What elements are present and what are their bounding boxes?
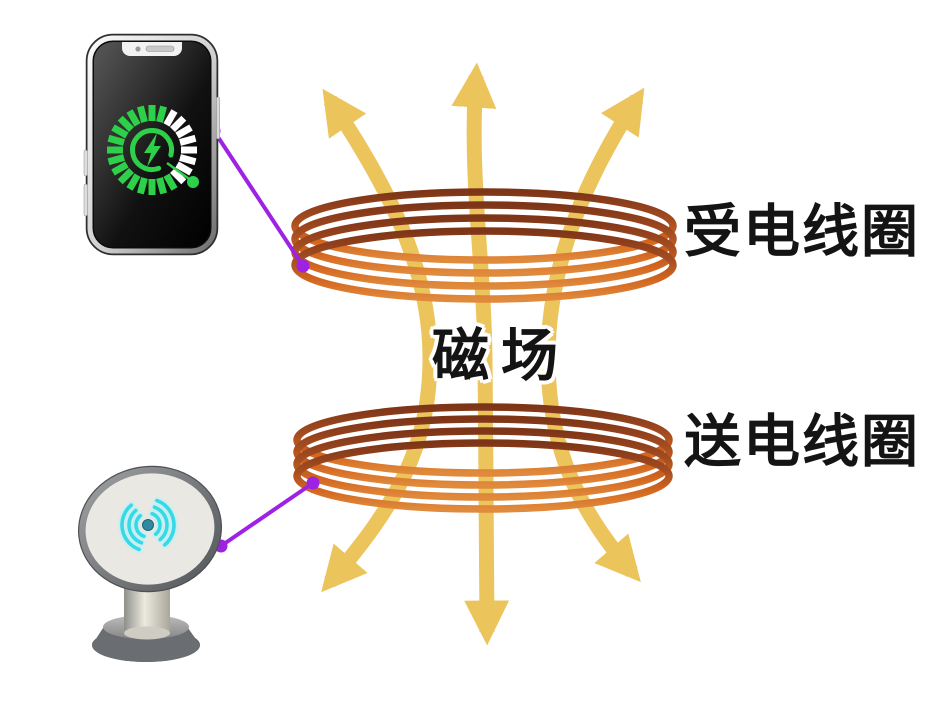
magnetic-field-lines	[321, 62, 645, 646]
field-line-left	[321, 88, 438, 593]
transmitting-coil	[293, 403, 673, 513]
label-magnetic-field: 磁场	[432, 324, 570, 388]
phone-to-coil-connector	[212, 129, 305, 268]
progress-dot	[187, 176, 199, 188]
lightning-bolt-icon	[144, 133, 161, 167]
power-button	[216, 96, 220, 140]
wireless-charger	[77, 465, 223, 662]
speaker-grille	[145, 45, 175, 52]
wireless-signal-icon	[118, 496, 178, 554]
smartphone	[83, 33, 220, 256]
charger-to-coil-connector	[219, 481, 315, 548]
volume-button	[83, 183, 88, 217]
label-transmitting-coil: 送电线圈	[684, 410, 920, 474]
camera-icon	[135, 46, 141, 52]
volume-button	[83, 149, 88, 177]
field-line-center	[451, 62, 510, 646]
charging-progress-icon	[107, 105, 199, 195]
connectors	[207, 124, 320, 553]
label-receiving-coil: 受电线圈	[684, 200, 920, 264]
field-line-right	[540, 87, 645, 583]
